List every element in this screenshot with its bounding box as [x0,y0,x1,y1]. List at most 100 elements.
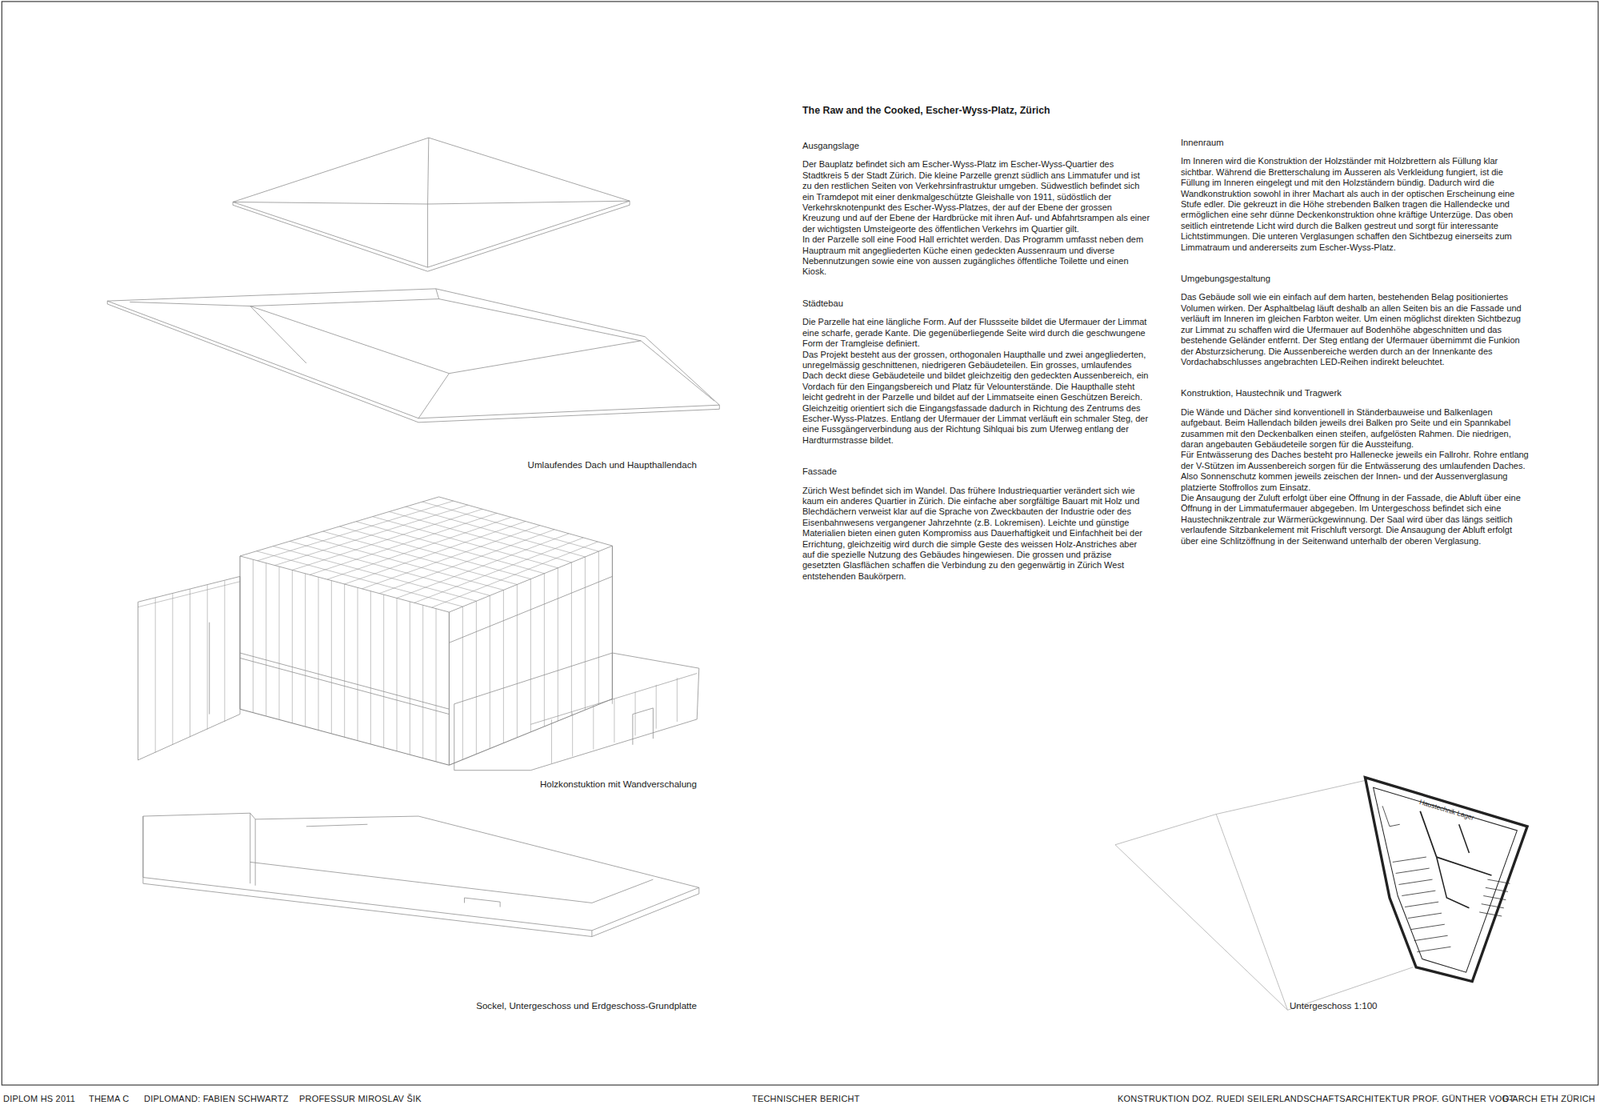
line-drawing [516,584,518,738]
line-drawing [557,568,559,721]
line-drawing [331,580,332,734]
line-drawing [240,496,612,612]
body-paragraph: Also Sonnenschutz kommen jeweils zeische… [1180,471,1530,493]
line-drawing [1479,912,1502,916]
line-drawing [436,288,440,300]
line-drawing [1483,896,1506,900]
line-drawing [1436,856,1492,876]
line-drawing [1414,935,1448,940]
timber-structure [137,496,699,771]
body-paragraph: Das Gebäude soll wie ein einfach auf dem… [1180,292,1530,368]
line-drawing [530,579,532,732]
line-drawing [207,584,208,730]
line-drawing [249,812,251,884]
section-heading: Fassade [802,466,1152,477]
room-label: Lager [1456,808,1476,822]
site-outline [1115,780,1413,1010]
body-paragraph: Die Wände und Dächer sind konventionell … [1180,407,1530,451]
line-drawing [1392,856,1427,862]
text-column: InnenraumIm Inneren wird die Konstruktio… [1180,137,1530,547]
section-heading: Konstruktion, Haustechnik und Tragwerk [1180,388,1530,399]
line-drawing [427,204,428,268]
line-drawing [143,812,700,931]
line-drawing [551,719,552,764]
line-drawing [422,501,599,552]
line-drawing [418,373,449,419]
footer-text: THEMA C [88,1093,129,1104]
line-drawing [189,588,191,737]
sheet-title: The Raw and the Cooked, Escher-Wyss-Plat… [802,104,1051,117]
line-drawing [240,657,449,714]
footer-text: KONSTRUKTION DOZ. RUEDI SEILER [1117,1093,1280,1104]
line-drawing [598,551,600,704]
line-drawing [503,589,504,743]
line-drawing [489,595,491,748]
line-drawing [1408,912,1442,918]
sheet-frame [1,1,1598,1085]
line-drawing [396,598,398,752]
line-drawing [208,622,210,715]
footer-text: DIPLOMAND: FABIEN SCHWARTZ [144,1093,289,1104]
line-drawing [250,861,654,903]
line-drawing [232,137,630,268]
line-drawing [640,340,715,401]
line-drawing [1416,946,1451,952]
line-drawing [432,541,599,608]
body-paragraph: Das Projekt besteht aus der grossen, ort… [802,349,1152,447]
line-drawing [250,299,641,374]
line-drawing [1396,868,1430,873]
line-drawing [1115,780,1365,844]
line-drawing [428,137,429,204]
line-drawing [530,673,697,725]
line-drawing [1115,844,1288,1011]
line-drawing [396,533,569,599]
line-drawing [344,584,345,737]
line-drawing [143,877,700,937]
line-drawing [155,597,156,752]
line-drawing [370,591,372,744]
line-drawing [454,652,700,771]
room-label: Haustechnik [1418,797,1457,816]
line-drawing [1481,904,1504,908]
body-paragraph: Die Ansaugung der Zuluft erfolgt über ei… [1180,492,1530,547]
line-drawing [656,684,657,729]
basement-plan [1364,777,1528,982]
line-drawing [1398,879,1432,884]
line-drawing [361,525,540,589]
line-drawing [1382,805,1510,952]
line-drawing [292,569,293,723]
line-drawing [652,708,654,739]
line-drawing [306,824,368,827]
line-drawing [107,288,720,419]
line-drawing [428,200,630,204]
line-drawing [278,566,280,720]
line-drawing [232,200,630,272]
line-drawing [1389,824,1400,827]
line-drawing [383,594,384,748]
text-column: AusgangslageDer Bauplatz befindet sich a… [802,140,1152,582]
footer-text: LANDSCHAFTSARCHITEKTUR PROF. GÜNTHER VOG… [1279,1093,1515,1104]
line-drawing [172,593,173,745]
line-drawing [572,712,573,757]
line-drawing [1404,901,1439,907]
line-drawing [571,562,572,716]
line-drawing [476,600,477,754]
line-drawing [591,930,592,937]
drawing-caption: Untergeschoss 1:100 [1289,1000,1378,1012]
drawing-caption: Umlaufendes Dach und Haupthallendach [528,459,697,471]
line-drawing [1373,787,1518,972]
line-drawing [1420,811,1436,857]
line-drawing [137,576,240,760]
line-drawing [422,604,424,758]
line-drawing [240,652,449,709]
line-drawing [357,587,359,740]
section-heading: Umgebungsgestaltung [1180,273,1530,284]
line-drawing [409,601,411,755]
body-paragraph: Für Entwässerung des Daches besteht pro … [1180,449,1530,472]
line-drawing [632,714,633,745]
line-drawing [356,521,544,574]
line-drawing [304,573,306,727]
line-drawing [613,698,615,743]
